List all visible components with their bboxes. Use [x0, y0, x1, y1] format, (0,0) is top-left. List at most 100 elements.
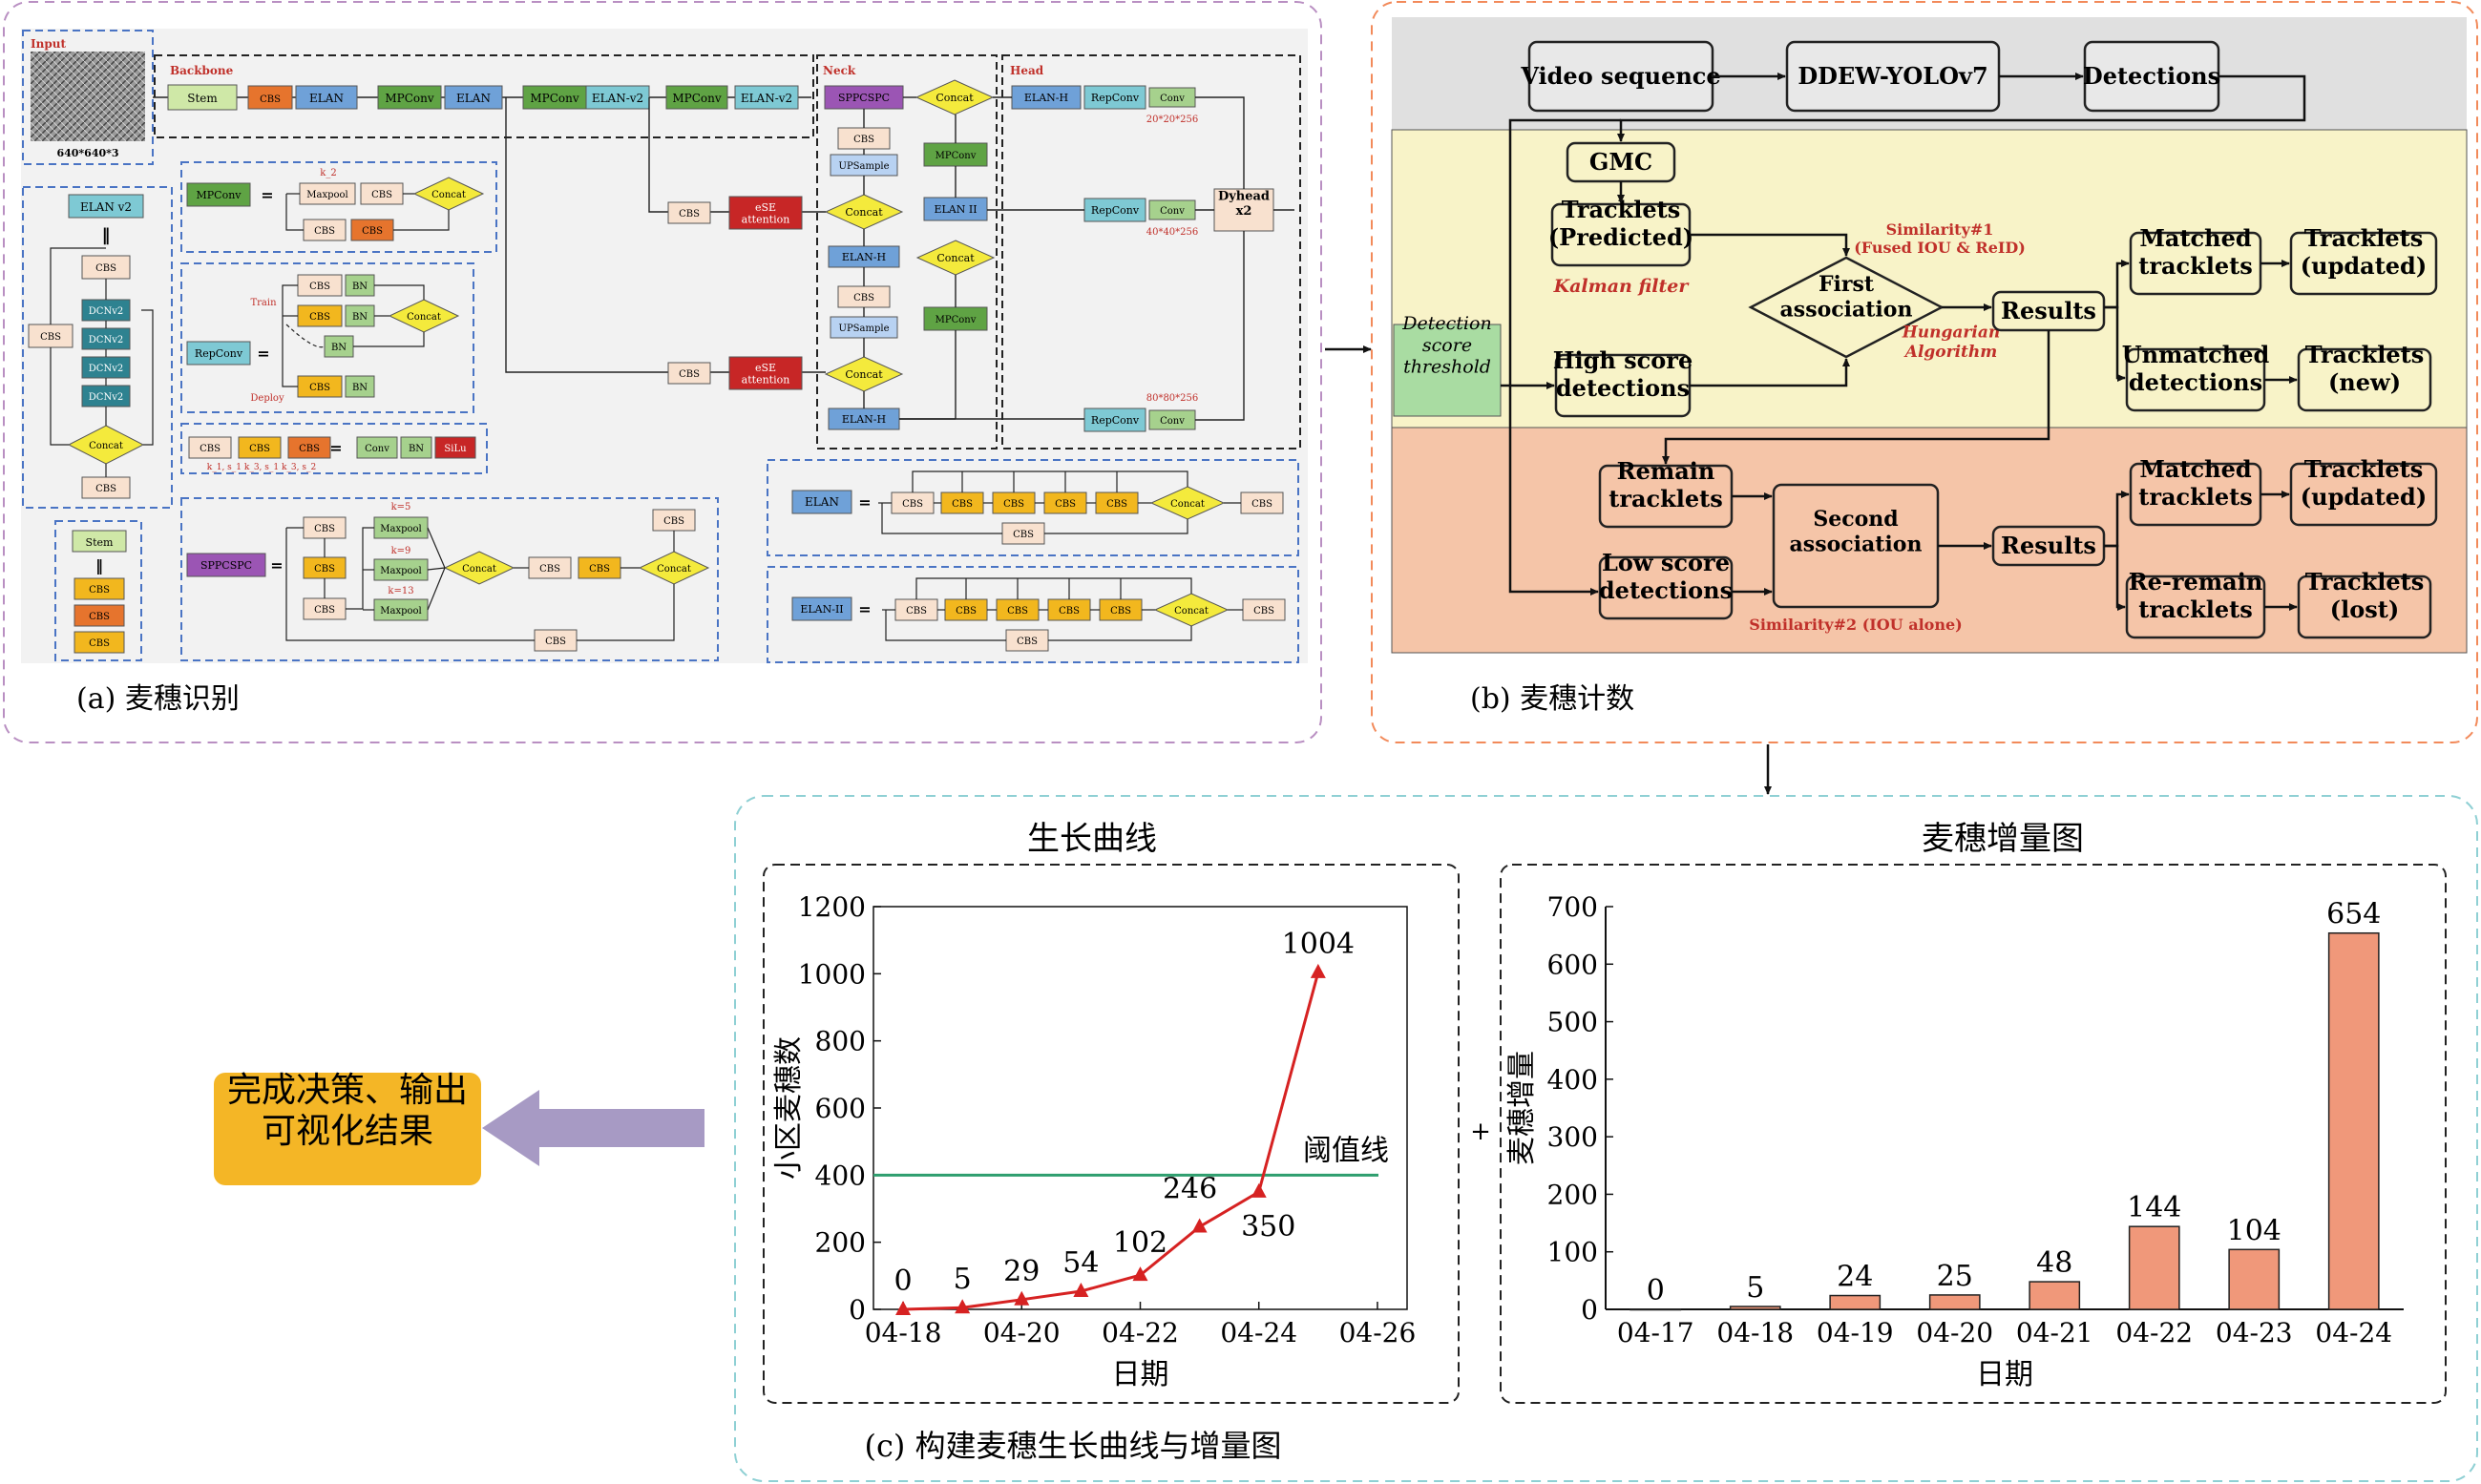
repconv-concat-label: Concat: [407, 312, 441, 323]
threshold-line-2: score: [1422, 335, 1472, 356]
ese-attention-1-label-line-1: eSE: [755, 201, 776, 214]
head-80-label: 80*80*256: [1146, 393, 1199, 404]
mpconv-frame: [180, 161, 497, 253]
growth-ytick-label: 800: [815, 1026, 866, 1057]
unmatched-line-1: Unmatched: [2122, 341, 2270, 368]
increment-ytick-label: 200: [1547, 1179, 1598, 1210]
second-assoc-line-2: association: [1790, 532, 1923, 556]
sppcspc-title-box: [186, 553, 266, 577]
panel-b: Video sequence DDEW-YOLOv7 Detections GM…: [1371, 1, 2478, 743]
elan-ii-cbs-out-label: CBS: [1253, 606, 1274, 617]
backbone-row: Stem CBS ELAN MPConv ELAN MPConv ELAN-v2…: [153, 84, 811, 111]
increment-bar: [2029, 1281, 2081, 1310]
cbs-variant-2: [238, 436, 282, 459]
block-mpconv-1: [377, 85, 442, 110]
block-elan-2-label: ELAN: [456, 92, 491, 105]
block-stem-label: Stem: [187, 92, 218, 105]
input-size-label: 640*640*3: [56, 147, 118, 159]
elan-v2-concat-label: Concat: [89, 441, 123, 451]
node-threshold: [1393, 324, 1502, 417]
elan-cbs-2-label: CBS: [952, 499, 973, 510]
updated-1-line-1: Tracklets: [2304, 224, 2424, 252]
sppcspc-detail: SPPCSPC = CBS CBS CBS k=5 Maxpool k=9 Ma…: [180, 497, 719, 661]
node-tracklets-new: [2297, 347, 2432, 412]
growth-ytick-label: 600: [815, 1093, 866, 1124]
increment-xlabel: 日期: [1976, 1358, 2033, 1391]
stem-cbs-3-label: CBS: [89, 638, 110, 649]
matched-1-line-1: Matched: [2139, 224, 2252, 252]
panel-c-frame: [734, 795, 2478, 1482]
neck-mpconv-2-label: MPConv: [936, 315, 977, 325]
elan-cbs-5-label: CBS: [1106, 499, 1127, 510]
reremain-line-2: tracklets: [2138, 596, 2253, 623]
increment-ylabel: 麦穗增量: [1505, 1051, 1539, 1165]
node-ddew-yolov7-label: DDEW-YOLOv7: [1798, 62, 1987, 90]
stem-title: Stem: [86, 536, 114, 549]
mpconv-equals: =: [261, 186, 273, 204]
neck-concat-4-label: Concat: [936, 252, 975, 264]
similarity1-label: Similarity#1(Fused IOU & ReID): [1854, 220, 2026, 257]
stem-cbs-2: [74, 604, 125, 627]
node-tracklets-updated-1: [2289, 231, 2438, 296]
neck-upsample-1-label: UPSample: [839, 161, 890, 172]
new-line-1: Tracklets: [2305, 341, 2425, 368]
ese-attention-2: [728, 356, 803, 390]
growth-point: [895, 1301, 912, 1315]
caption-b: (b) 麦穗计数: [1470, 682, 1634, 716]
input-frame: [22, 30, 154, 165]
dcnv2-3-label: DCNv2: [89, 364, 123, 374]
spp-cbs-6-label: CBS: [663, 516, 684, 527]
elan-ii-title-box: [791, 596, 852, 621]
cbs-bn: [400, 436, 432, 459]
updated-2-line-2: (updated): [2301, 483, 2427, 511]
growth-xtick-label: 04-26: [1339, 1317, 1417, 1348]
head-arrows: [899, 96, 1294, 421]
increment-xtick-label: 04-24: [2315, 1317, 2392, 1348]
repconv-bn-3-label: BN: [331, 343, 347, 353]
similarity2-label: Similarity#2 (IOU alone): [1749, 616, 1962, 634]
cbs-equals: =: [329, 439, 342, 457]
increment-xtick-label: 04-19: [1817, 1317, 1894, 1348]
ese-attention-1: [728, 196, 803, 230]
cbs-variant-1-label: CBS: [200, 444, 221, 454]
block-elan-1: [295, 85, 358, 110]
elan-cbs-3-label: CBS: [1003, 499, 1024, 510]
growth-ytick-label: 1200: [798, 891, 866, 923]
node-results-1-label: Results: [2001, 297, 2096, 324]
repconv-detail: RepConv = Train Deploy CBS BN CBS BN BN …: [180, 262, 474, 413]
neck-cbs-1-label: CBS: [853, 135, 874, 145]
node-tracklets-lost: [2297, 575, 2432, 639]
elan-v2-title-box: [68, 194, 144, 219]
increment-data-label: 48: [2036, 1246, 2072, 1280]
cbs-variant-3-label: CBS: [299, 444, 320, 454]
ese-cbs-1-label: CBS: [679, 209, 700, 219]
ese-cbs-1: [667, 201, 711, 224]
elan-detail: ELAN = CBS CBS CBS CBS CBS Concat CBS CB…: [767, 459, 1299, 556]
cbs-conv-label: Conv: [365, 444, 389, 454]
dyhead-line-1: Dyhead: [1218, 190, 1270, 204]
elan-v2-cbs-top-label: CBS: [95, 263, 116, 274]
head-repconv-1: [1083, 85, 1146, 110]
elan-v2-frame: [22, 186, 173, 509]
increment-data-label: 654: [2326, 898, 2381, 931]
spp-k9: k=9: [391, 546, 411, 556]
cbs-frame: [180, 423, 488, 474]
hungarian-line-2: Algorithm: [1903, 343, 1998, 362]
dyhead-line-2: x2: [1236, 204, 1252, 219]
spp-concat-2-label: Concat: [657, 564, 691, 575]
increment-data-label: 0: [1647, 1274, 1665, 1307]
elan-v2-cbs-left-label: CBS: [40, 332, 61, 343]
threshold-line-1: Detection: [1401, 313, 1491, 334]
repconv-bn-1-label: BN: [352, 282, 368, 292]
growth-ytick-label: 1000: [798, 958, 866, 990]
tracking-nodes: Video sequence DDEW-YOLOv7 Detections GM…: [1393, 40, 2438, 639]
matched-2-line-2: tracklets: [2138, 483, 2253, 511]
increment-bar: [2327, 931, 2380, 1310]
sppcspc-frame: [180, 497, 719, 661]
increment-ytick-label: 300: [1547, 1121, 1598, 1153]
increment-xtick-label: 04-23: [2216, 1317, 2293, 1348]
growth-ytick-label: 400: [815, 1160, 866, 1191]
stem-frame: [54, 520, 142, 661]
